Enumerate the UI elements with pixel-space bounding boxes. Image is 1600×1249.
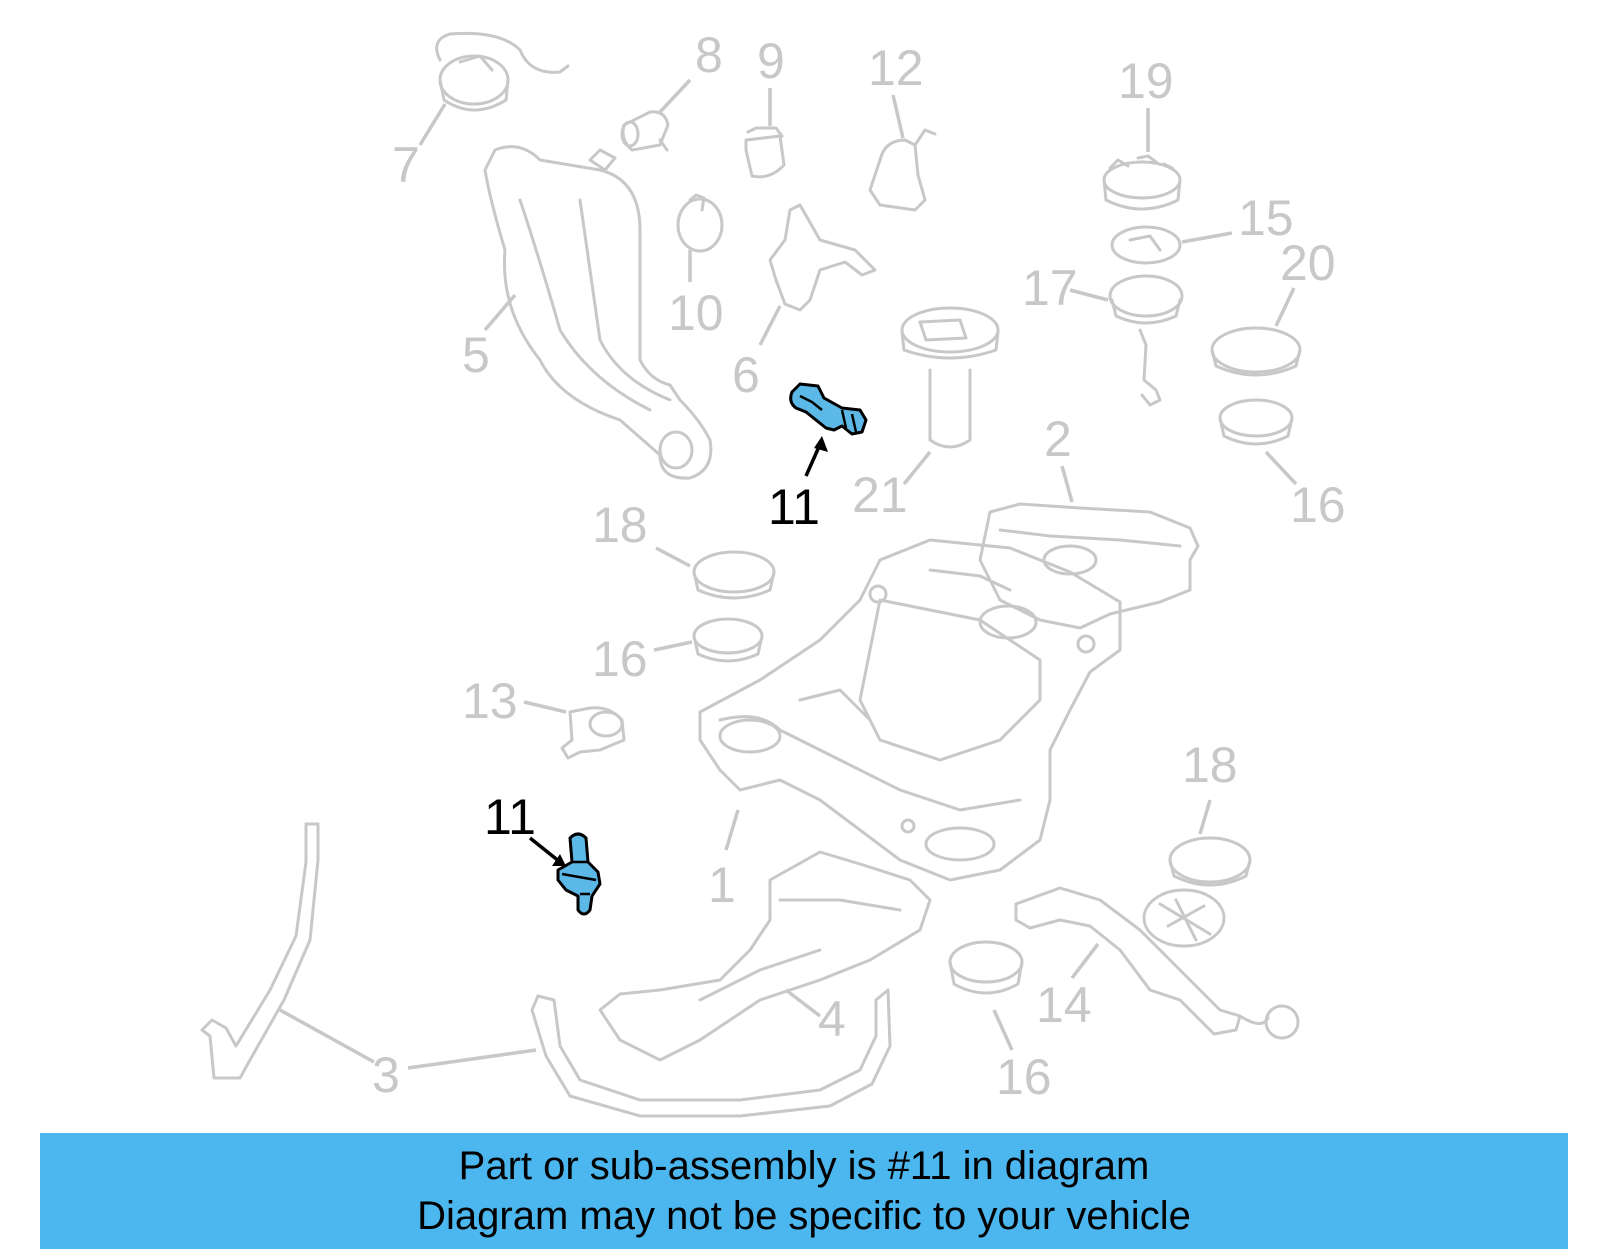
label-3: 3 xyxy=(372,1047,400,1103)
label-19: 19 xyxy=(1118,53,1174,109)
leader-16-upper-right xyxy=(1264,450,1298,486)
label-21: 21 xyxy=(852,467,908,523)
part-11-valve-upper xyxy=(789,382,868,436)
leader-5 xyxy=(483,293,517,332)
part-18-ring-right xyxy=(1168,836,1252,887)
part-17-sender xyxy=(1108,274,1184,407)
leader-7 xyxy=(418,103,447,146)
part-9-cap xyxy=(744,126,786,179)
leader-3-b xyxy=(407,1048,537,1070)
label-11-lower: 11 xyxy=(484,789,536,845)
leader-12 xyxy=(891,94,905,139)
label-6: 6 xyxy=(732,347,760,403)
leader-15 xyxy=(1181,231,1233,244)
leader-18-right xyxy=(1198,799,1212,835)
label-12: 12 xyxy=(868,40,924,96)
label-5: 5 xyxy=(462,327,490,383)
label-18-right: 18 xyxy=(1182,737,1238,793)
part-8-vent-valve xyxy=(620,110,670,152)
info-banner: Part or sub-assembly is #11 in diagram D… xyxy=(40,1133,1568,1249)
part-3-tank-strap-left xyxy=(200,822,320,1080)
part-6-heat-shield xyxy=(768,203,877,312)
label-10: 10 xyxy=(668,285,724,341)
label-16-left: 16 xyxy=(592,631,648,687)
part-13-connector xyxy=(560,706,626,760)
label-8: 8 xyxy=(695,27,723,83)
leader-20 xyxy=(1274,287,1296,327)
leader-13 xyxy=(523,700,567,714)
label-11-upper: 11 xyxy=(768,479,820,535)
part-7-fuel-cap xyxy=(435,31,570,112)
label-16-upper-right: 16 xyxy=(1290,477,1346,533)
part-1-fuel-tank xyxy=(698,538,1122,882)
part-16-seal-upper-right xyxy=(1218,398,1294,446)
part-16-seal-left xyxy=(692,617,764,663)
part-3-tank-strap-bottom xyxy=(530,988,892,1118)
label-14: 14 xyxy=(1036,977,1092,1033)
label-16-bottom: 16 xyxy=(996,1049,1052,1105)
part-5-filler-neck xyxy=(483,145,713,480)
label-15: 15 xyxy=(1238,190,1294,246)
label-20: 20 xyxy=(1280,235,1336,291)
label-17: 17 xyxy=(1022,260,1078,316)
leader-16-left xyxy=(653,640,693,652)
part-14-sender-assembly xyxy=(1014,886,1300,1040)
arrowhead-11-lower xyxy=(552,854,566,866)
part-18-ring-left xyxy=(692,550,776,600)
part-10-clip xyxy=(676,193,724,253)
leader-16-bottom xyxy=(992,1009,1014,1051)
leader-17 xyxy=(1069,288,1109,302)
leader-6 xyxy=(758,305,782,346)
label-9: 9 xyxy=(757,33,785,89)
leader-4 xyxy=(784,988,822,1018)
leader-1 xyxy=(724,809,740,851)
part-19-lock-ring xyxy=(1102,154,1182,211)
label-1: 1 xyxy=(708,857,736,913)
part-20-ring xyxy=(1210,326,1302,377)
label-2: 2 xyxy=(1044,411,1072,467)
leader-3-a xyxy=(279,1008,375,1064)
label-7: 7 xyxy=(392,137,420,193)
leader-21 xyxy=(902,450,932,486)
leader-14 xyxy=(1070,942,1100,980)
leader-2 xyxy=(1060,465,1074,503)
part-12-sensor xyxy=(868,128,937,212)
leader-18-left xyxy=(655,546,691,568)
label-4: 4 xyxy=(818,991,846,1047)
part-4-lower-shield xyxy=(598,850,932,1062)
part-2-tank-half xyxy=(978,502,1200,630)
leader-11-lower xyxy=(528,836,562,864)
label-13: 13 xyxy=(462,673,518,729)
banner-line-1: Part or sub-assembly is #11 in diagram xyxy=(458,1144,1150,1188)
arrowhead-11-upper xyxy=(814,436,828,452)
part-16-seal-bottom xyxy=(948,940,1024,995)
part-21-fuel-pump xyxy=(900,306,1000,449)
part-11-valve-lower xyxy=(556,832,602,916)
banner-line-2: Diagram may not be specific to your vehi… xyxy=(417,1194,1191,1238)
leader-8 xyxy=(658,78,692,114)
label-18-left: 18 xyxy=(592,497,648,553)
part-15-seal xyxy=(1110,225,1182,265)
